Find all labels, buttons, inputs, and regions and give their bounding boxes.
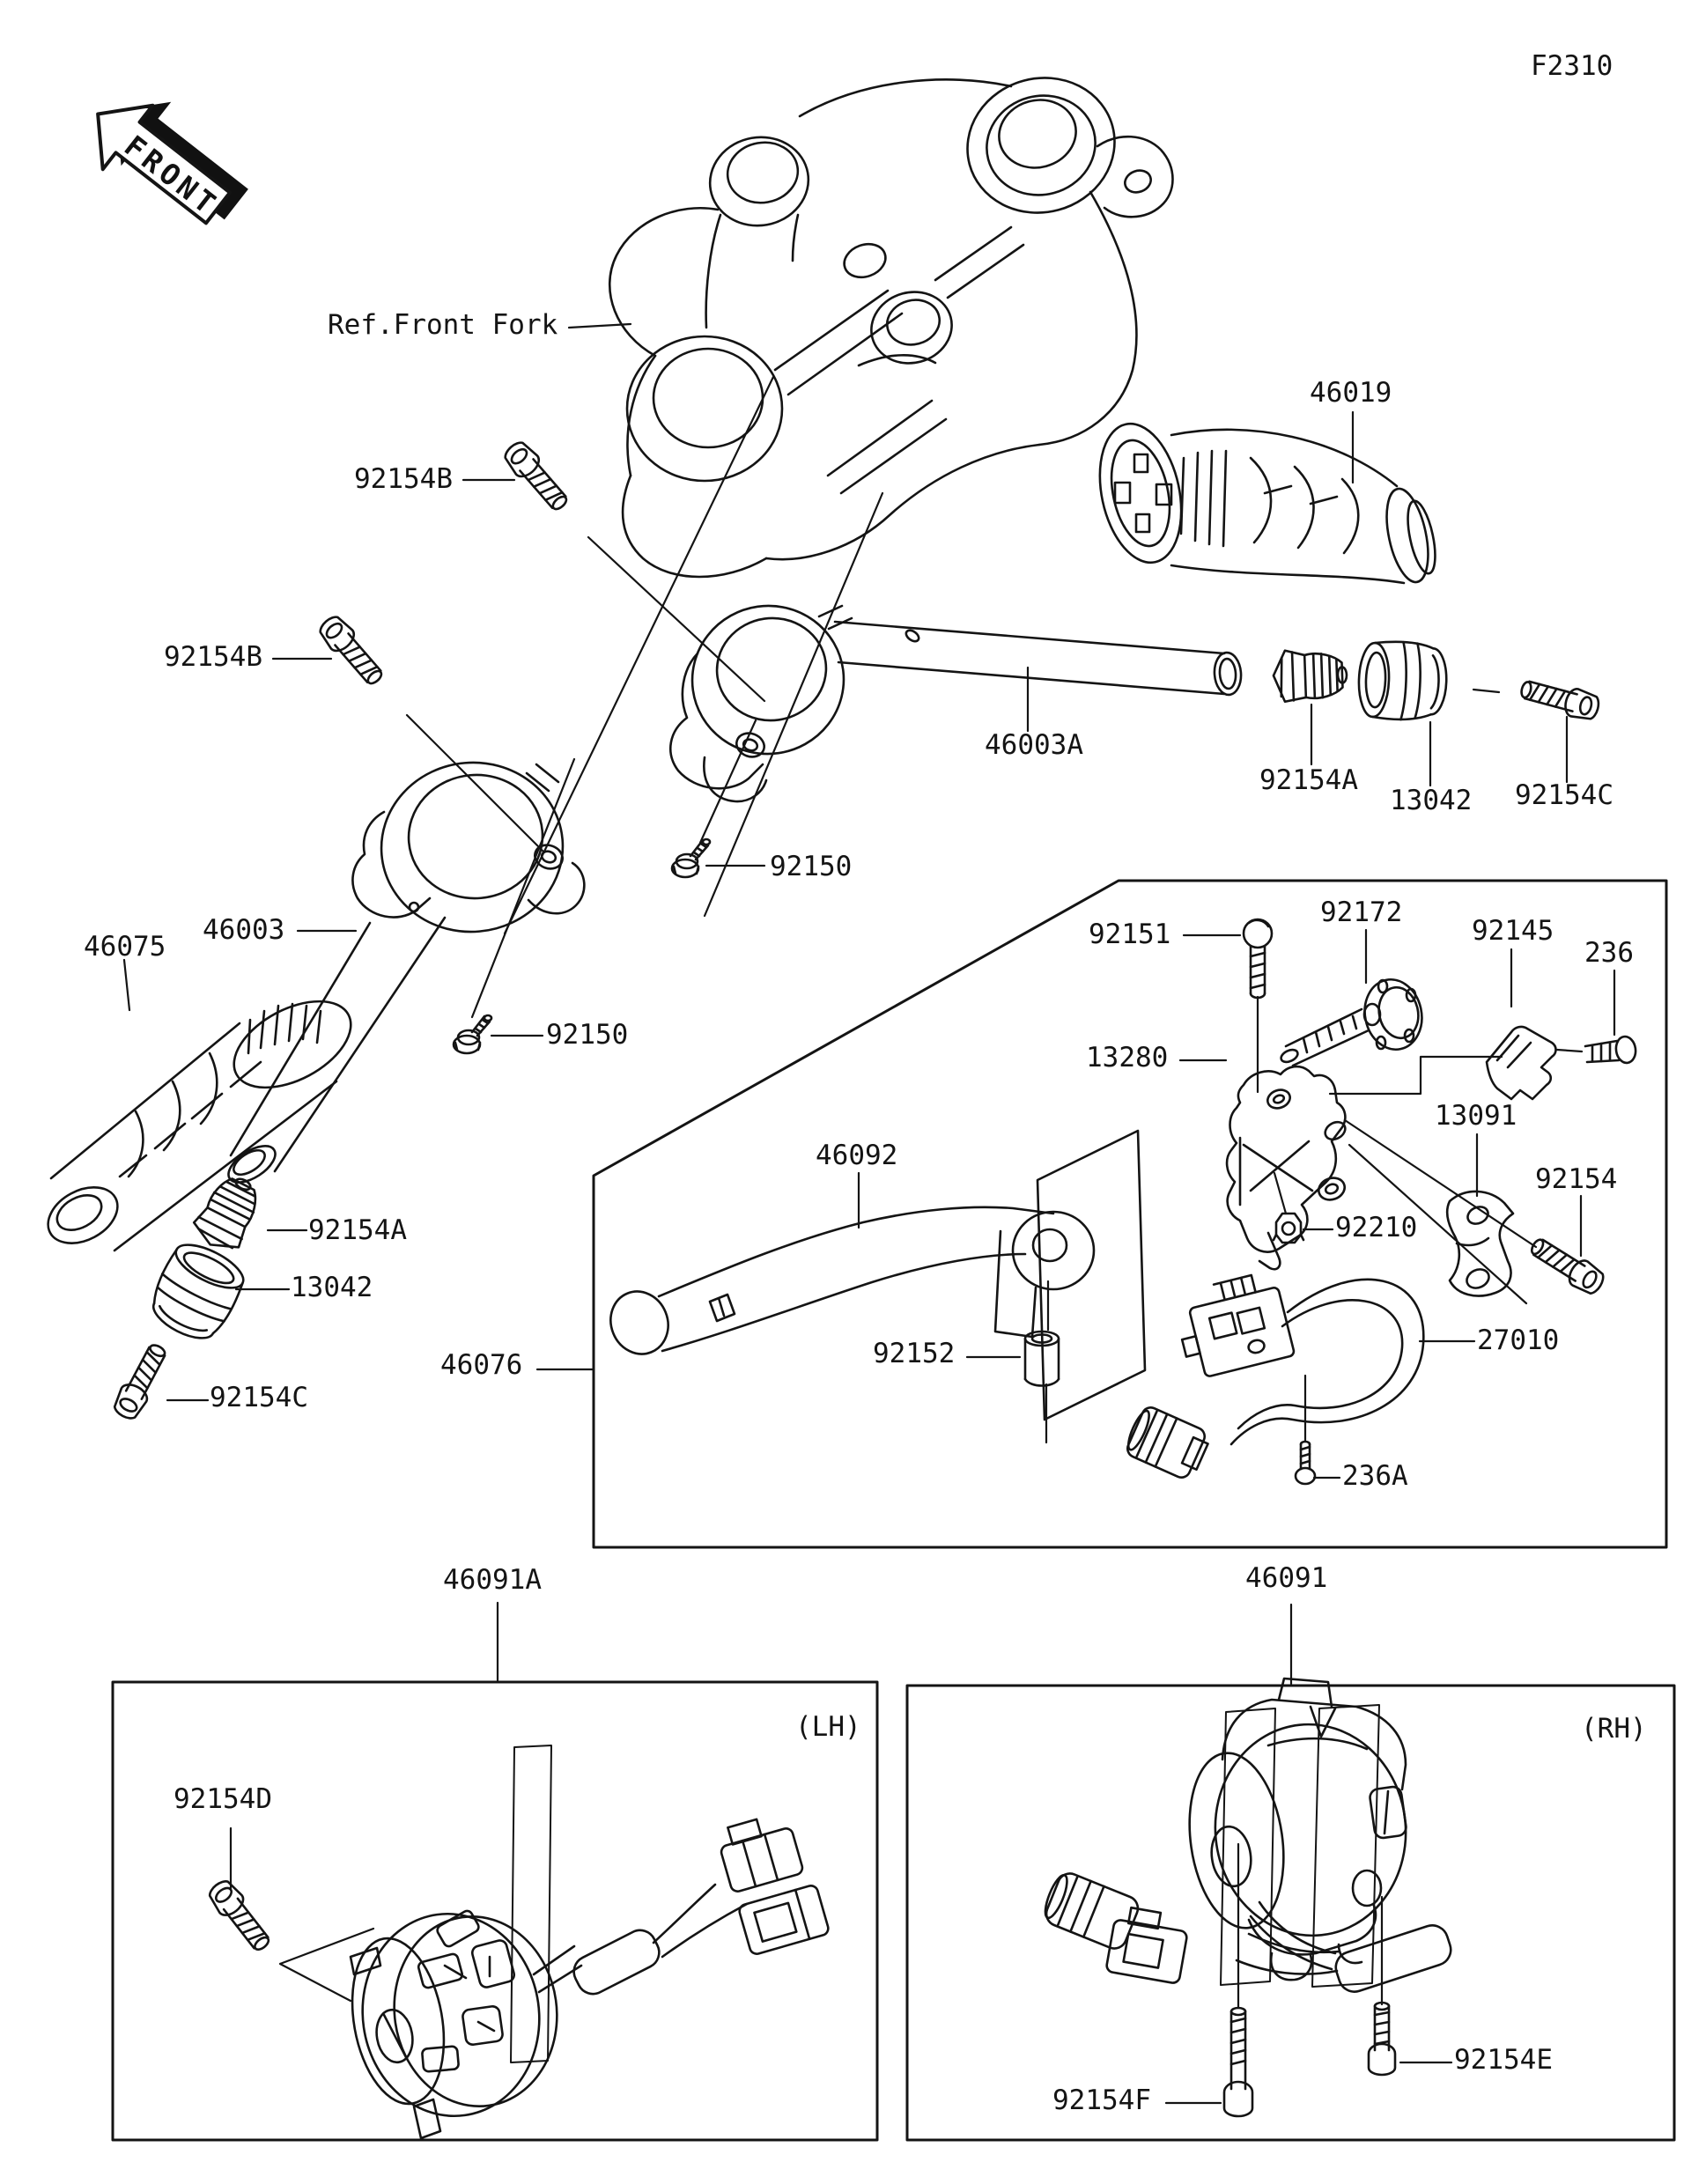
label-46076: 46076 [440,1349,523,1381]
label-13042-right: 13042 [1390,785,1473,816]
holder-clamp-13091 [1445,1190,1515,1297]
bolt-92151 [1242,918,1274,1000]
label-92152: 92152 [873,1338,956,1369]
label-46092: 46092 [816,1140,898,1171]
label-92154d: 92154D [174,1783,272,1815]
lever-backing-sheet [1036,1129,1147,1421]
label-46003: 46003 [203,914,285,946]
left-grip-46075 [47,1000,352,1252]
label-46091a: 46091A [443,1564,542,1596]
label-92172: 92172 [1320,896,1403,928]
label-92150-right: 92150 [770,851,853,882]
lever-holder-box [592,879,1668,1549]
catch-92145 [1485,1025,1557,1101]
label-92151: 92151 [1089,919,1171,950]
label-92154c-right: 92154C [1515,779,1613,811]
label-92150-left: 92150 [546,1019,629,1051]
bushing-92152 [1023,1330,1060,1387]
label-92145: 92145 [1472,915,1554,947]
throttle-grip-46019 [1098,422,1436,585]
label-92154a-left: 92154A [308,1214,407,1246]
adjuster-92172 [1280,978,1423,1067]
label-92154c-left: 92154C [210,1382,308,1413]
label-lh: (LH) [795,1711,861,1743]
lever-blade-46092 [609,1206,1096,1355]
label-27010: 27010 [1477,1324,1560,1356]
label-236: 236 [1584,937,1634,969]
page-code: F2310 [1531,50,1613,82]
screw-236a [1294,1440,1317,1486]
label-92154b-top: 92154B [354,463,453,495]
label-13280: 13280 [1086,1042,1169,1074]
nut-92210 [1272,1212,1305,1244]
lh-switch-box [111,1680,879,2142]
bolt-92154f [1222,2006,1254,2118]
triple-clamp-drawing [503,77,1174,935]
left-handlebar-46003 [227,761,586,1184]
rh-switch-pod [1044,1677,1452,1993]
right-handlebar-46003a [669,604,1243,803]
label-92154: 92154 [1535,1163,1618,1195]
label-13042-left: 13042 [291,1272,373,1303]
label-92154e: 92154E [1454,2044,1553,2076]
label-46091: 46091 [1245,1562,1328,1594]
lh-switch-pod [349,1745,830,2140]
label-rh: (RH) [1581,1713,1647,1745]
label-13091: 13091 [1435,1100,1517,1132]
lever-holder-13280 [1225,1065,1347,1271]
rh-switch-box [905,1684,1676,2142]
ref-front-fork-label: Ref.Front Fork [328,309,558,341]
label-46019: 46019 [1310,377,1392,409]
label-46003a: 46003A [985,729,1083,761]
label-236a: 236A [1342,1460,1408,1492]
label-92154f: 92154F [1052,2084,1151,2116]
front-arrow-marker [96,101,248,225]
bolt-92154e [1367,2001,1397,2077]
label-92154b-left: 92154B [164,641,262,673]
label-92210: 92210 [1335,1212,1418,1243]
label-46075: 46075 [84,931,166,963]
leader-lines [122,322,1616,2105]
label-92154a-right: 92154A [1259,764,1358,796]
brake-switch-27010 [1126,1273,1425,1479]
screw-236 [1555,1035,1637,1065]
